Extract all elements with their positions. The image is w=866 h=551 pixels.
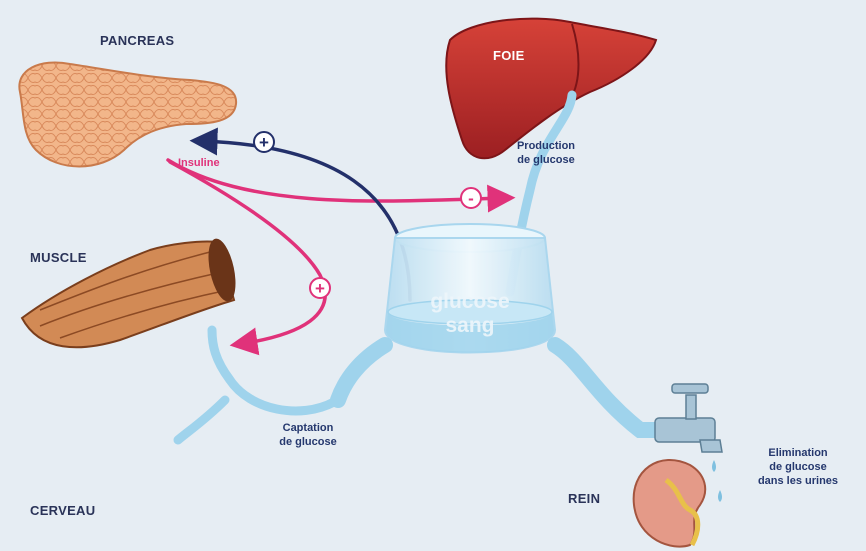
production-line-2: de glucose	[496, 153, 596, 167]
reservoir-label: glucose sang	[420, 290, 520, 338]
kidney-label: REIN	[568, 491, 600, 506]
feedback-plus-sign: +	[253, 131, 275, 153]
kidney-illustration	[634, 460, 706, 547]
muscle-plus-sign: +	[309, 277, 331, 299]
reservoir-line-1: glucose	[420, 290, 520, 314]
liver-minus-sign: -	[460, 187, 482, 209]
elimination-line-3: dans les urines	[738, 474, 858, 488]
glucose-uptake-label: Captation de glucose	[268, 421, 348, 449]
water-drop-icon	[712, 460, 722, 502]
reservoir-line-2: sang	[420, 314, 520, 338]
insulin-label: Insuline	[178, 157, 220, 169]
captation-line-2: de glucose	[268, 435, 348, 449]
pancreas-label: PANCREAS	[100, 33, 174, 48]
production-line-1: Production	[496, 139, 596, 153]
pancreas-illustration	[19, 62, 236, 166]
captation-line-1: Captation	[268, 421, 348, 435]
brain-label: CERVEAU	[30, 503, 95, 518]
elimination-line-1: Elimination	[738, 446, 858, 460]
faucet-icon	[655, 384, 722, 452]
liver-label: FOIE	[493, 48, 525, 63]
glucose-production-label: Production de glucose	[496, 139, 596, 167]
glucose-elimination-label: Elimination de glucose dans les urines	[738, 446, 858, 488]
elimination-line-2: de glucose	[738, 460, 858, 474]
muscle-label: MUSCLE	[30, 250, 87, 265]
